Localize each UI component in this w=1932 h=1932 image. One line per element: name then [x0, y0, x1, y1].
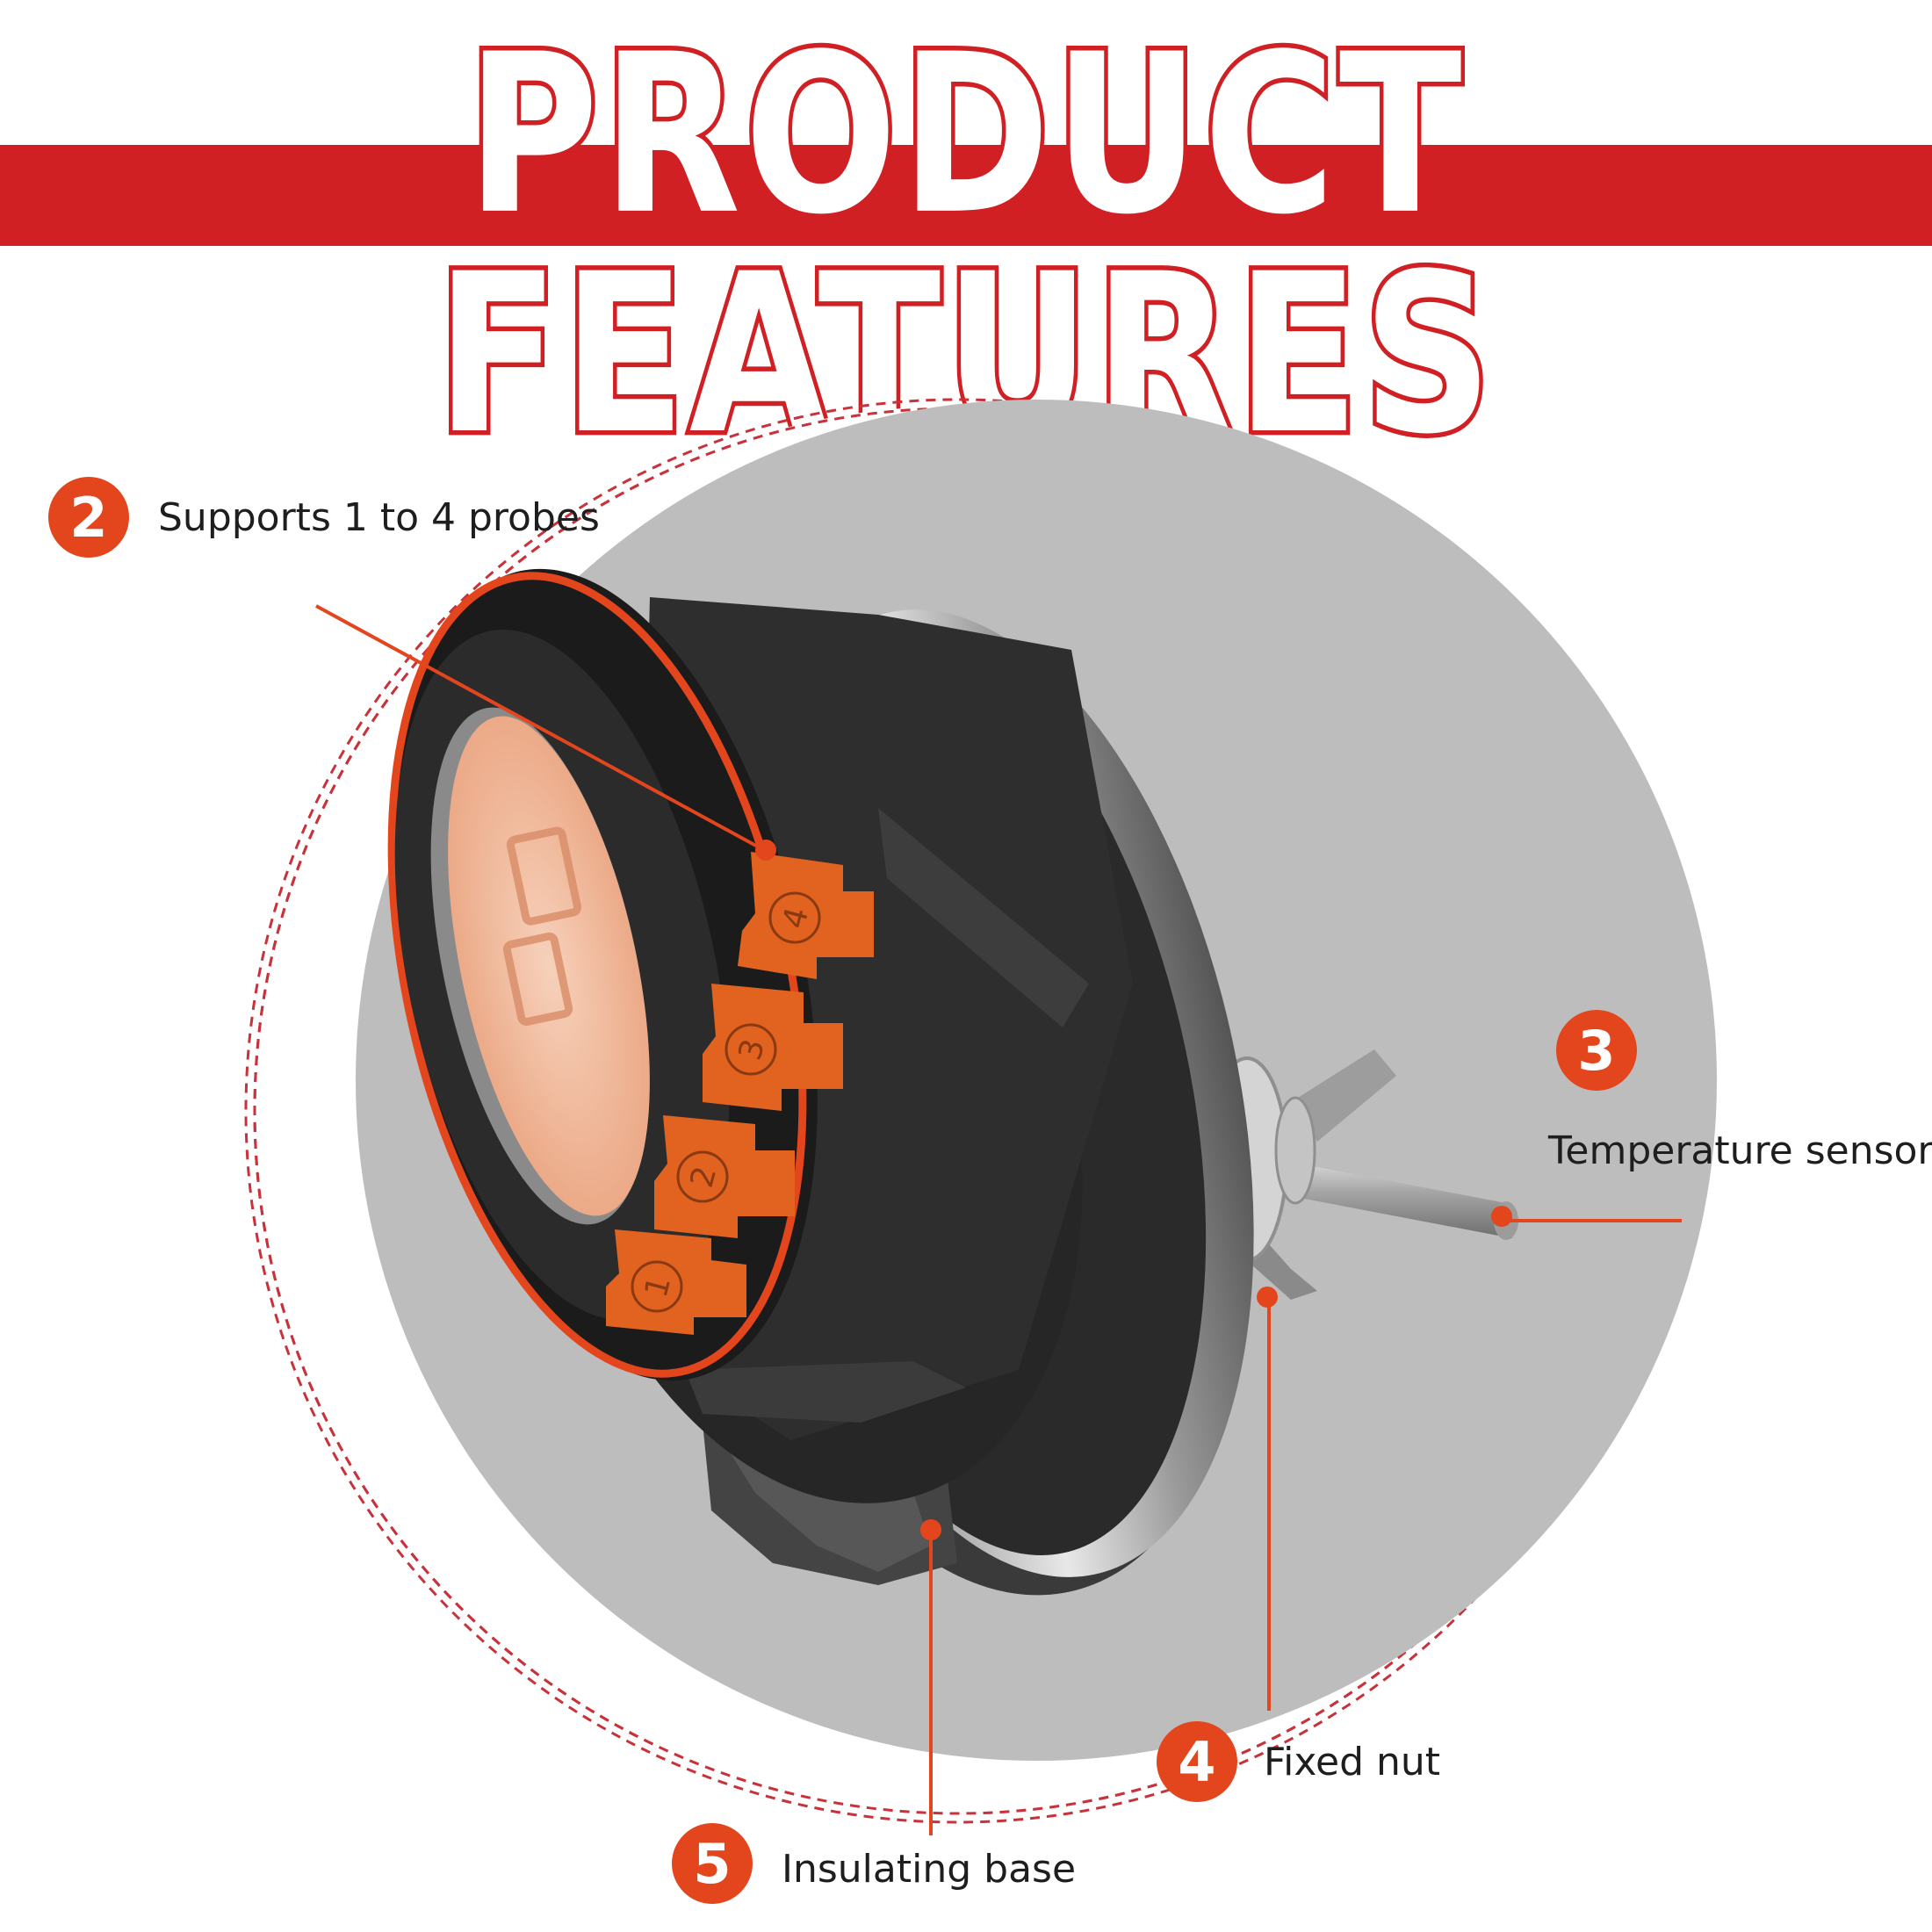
number-badge: 3	[1556, 1010, 1637, 1091]
probe-port-4: 4	[738, 852, 874, 979]
feature-callout-nut: 4 Fixed nut	[1157, 1721, 1440, 1802]
feature-label: Temperature sensor	[1548, 1128, 1932, 1173]
probe-port-tabs: 4 3 2 1	[606, 852, 874, 1335]
title-banner	[0, 145, 1932, 246]
probe-port-1: 1	[606, 1229, 746, 1335]
number-badge: 4	[1157, 1721, 1237, 1802]
leader-line-2	[315, 604, 765, 852]
page-title: PRODUCT FEATURES	[432, 8, 1496, 483]
feature-callout-base: 5 Insulating base	[672, 1823, 1076, 1904]
feature-label: Fixed nut	[1264, 1739, 1441, 1784]
number-badge: 5	[672, 1823, 753, 1904]
number-badge: 2	[48, 477, 129, 558]
display-screen	[448, 716, 650, 1216]
feature-callout-probes: 2 Supports 1 to 4 probes	[48, 477, 600, 558]
probe-port-2: 2	[654, 1115, 795, 1238]
feature-label: Insulating base	[782, 1846, 1077, 1892]
probe-port-3: 3	[703, 984, 843, 1111]
feature-label: Supports 1 to 4 probes	[158, 494, 600, 540]
